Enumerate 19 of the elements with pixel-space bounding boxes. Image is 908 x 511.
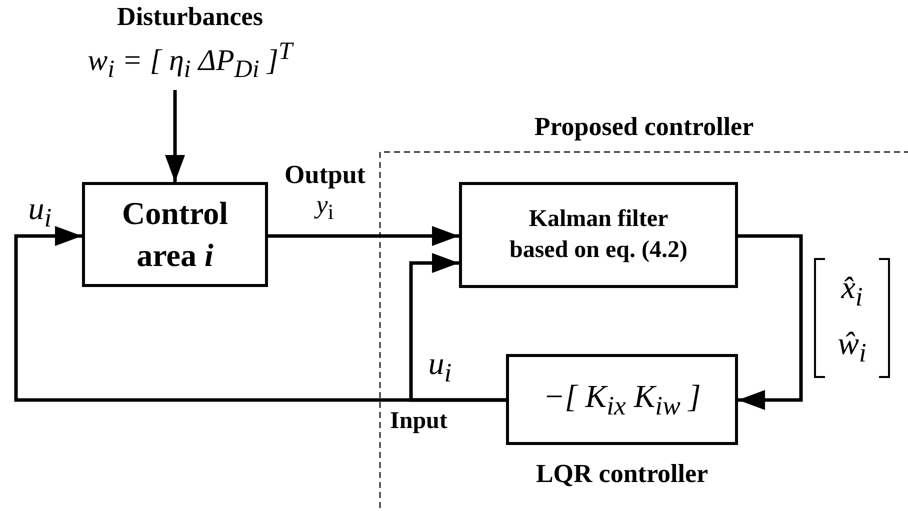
box-caption: LQR controller [534,459,710,489]
process-box [459,182,738,288]
region-title: Proposed controller [533,112,755,142]
arrow [738,234,803,410]
disturbance-heading: Disturbances [116,2,264,32]
process-box [82,182,268,287]
edge-label: u$_{i}$ [427,345,453,388]
gain-formula: −[ K$_{ix}$ K$_{iw}$ ] [543,376,701,422]
box-label: Kalman filter based on eq. (4.2) [508,204,689,265]
vector-label: x̂$_{i}$ ŵ$_{i}$ [814,258,890,378]
disturbance-formula: w$_{i}$ = [ η$_{i}$ ΔP$_{Di}$ ]$^{T}$ [86,38,295,85]
process-box [506,354,738,445]
arrow [409,253,506,402]
box-label: Control area i [120,194,230,274]
edge-label: Output y$_{i}$ [284,160,366,225]
edge-label: u$_{i}$ [27,190,53,234]
arrow [268,226,459,246]
signal-name: Input [390,408,448,436]
arrow [165,90,185,182]
